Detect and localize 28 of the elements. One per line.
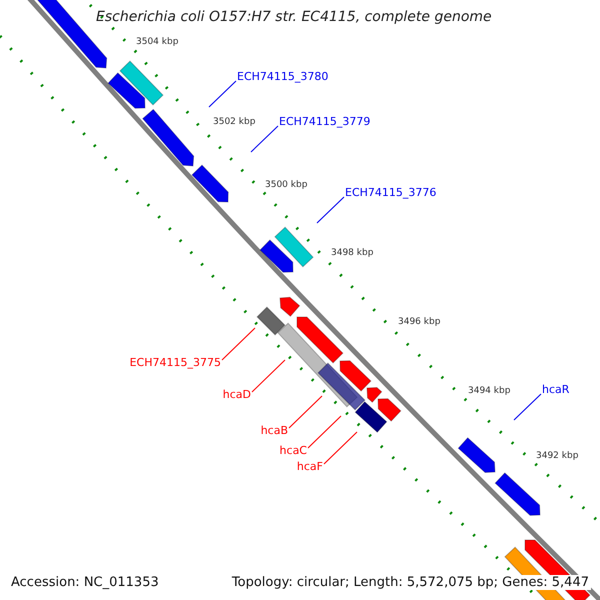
gene-label: ECH74115_3780 — [237, 71, 328, 82]
leader-line — [250, 126, 278, 152]
accession-text: Accession: NC_011353 — [9, 575, 161, 590]
gene-label: hcaF — [296, 461, 323, 472]
gene-label: ECH74115_3775 — [130, 357, 221, 368]
scale-label: 3500 kbp — [265, 181, 308, 190]
leader-line — [252, 360, 286, 392]
scale-label: 3492 kbp — [536, 452, 578, 461]
gene-label: ECH74115_3779 — [279, 116, 370, 127]
gene-label: hcaB — [260, 425, 288, 436]
scale-label: 3504 kbp — [136, 38, 178, 47]
gene-label: hcaR — [542, 384, 570, 395]
gene-label: ECH74115_3776 — [345, 187, 436, 198]
leader-line — [324, 432, 358, 464]
genome-stats-text: Topology: circular; Length: 5,572,075 bp; Genes: 5,447 — [230, 575, 591, 590]
leader-line — [222, 328, 256, 360]
leader-line — [288, 396, 322, 428]
scale-label: 3498 kbp — [331, 249, 374, 258]
scale-label: 3496 kbp — [398, 318, 440, 327]
gene-label: hcaC — [280, 445, 307, 456]
map-title: Escherichia coli O157:H7 str. EC4115, complete genome — [96, 10, 492, 24]
leader-line — [514, 394, 542, 420]
scale-label: 3494 kbp — [468, 387, 510, 396]
scale-label: 3502 kbp — [213, 118, 256, 127]
leader-line — [208, 80, 236, 108]
gene-label: hcaD — [222, 389, 251, 400]
leader-line — [316, 196, 344, 224]
leader-line — [308, 416, 342, 448]
